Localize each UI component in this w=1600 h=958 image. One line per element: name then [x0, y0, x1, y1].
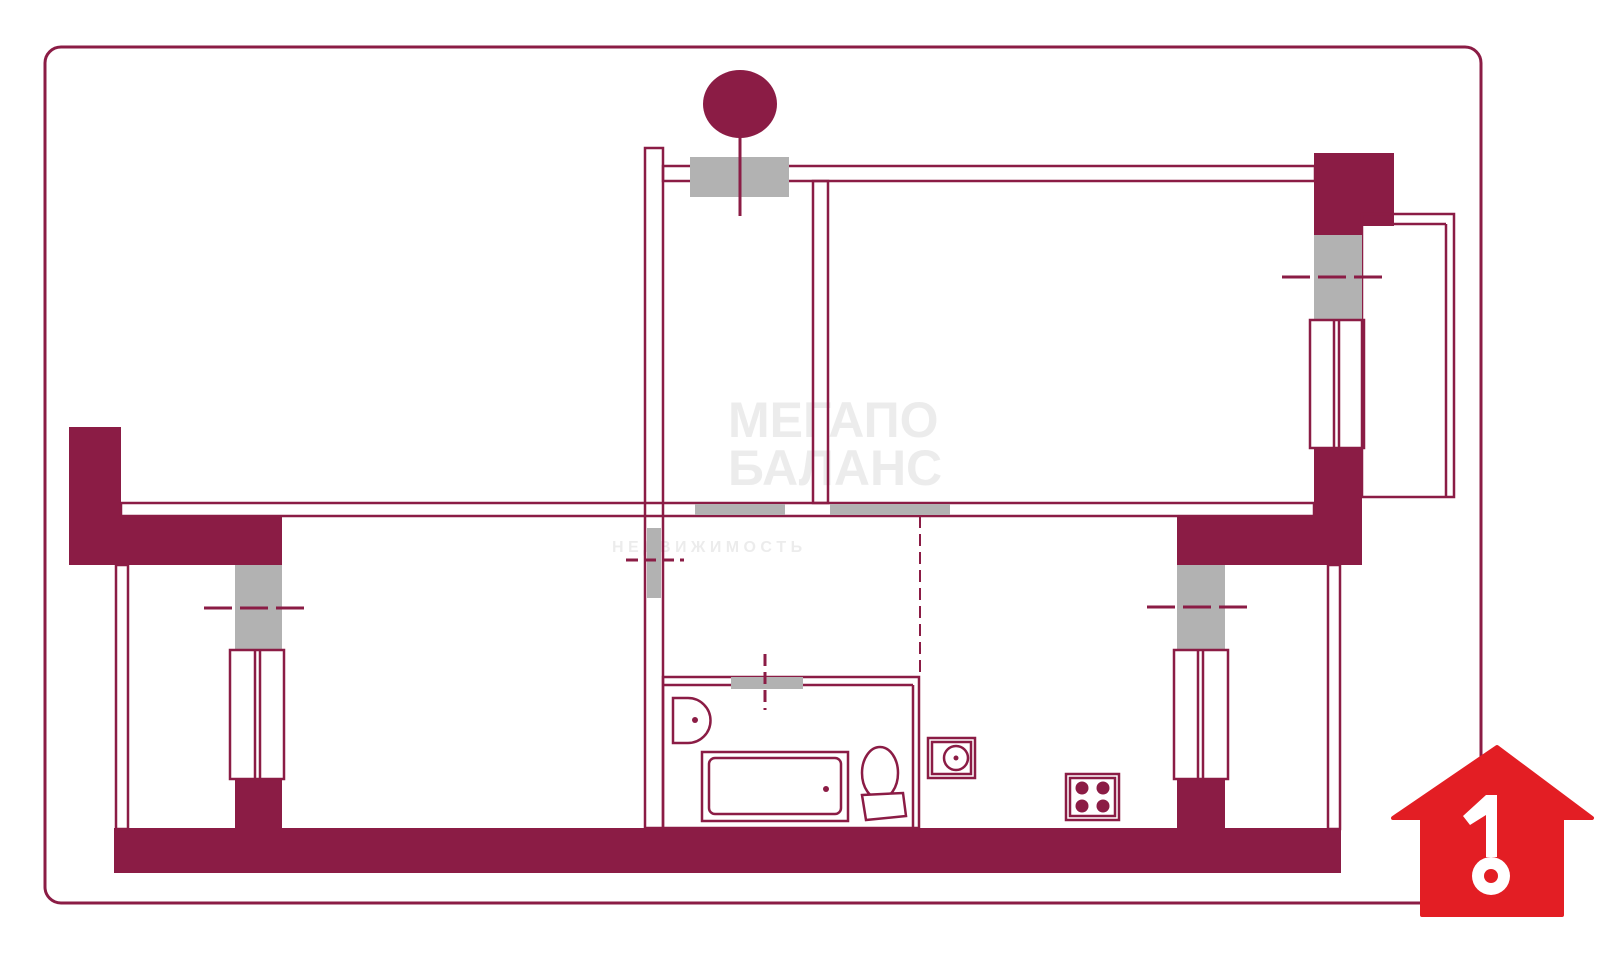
stove-burner-4: [1096, 799, 1110, 813]
balcony-rail: [1360, 212, 1456, 499]
watermark-line-2: БАЛАНС: [728, 440, 942, 496]
bathtub-inner: [707, 756, 843, 816]
logo-key-shaft: [1463, 795, 1497, 857]
left-wall-band: [69, 516, 282, 565]
doorway-bathroom: [731, 677, 803, 689]
middle-partition: [119, 501, 1316, 518]
stove-burner-2: [1096, 781, 1110, 795]
left-window-frame: [228, 648, 286, 781]
balcony-window-frame: [1308, 318, 1366, 450]
top-right-corner-stub: [1314, 153, 1362, 235]
antenna-icon: [703, 70, 777, 138]
toilet-bowl: [860, 745, 900, 801]
load-bearing-walls: [69, 153, 1394, 873]
left-window-lower-pier: [235, 779, 282, 829]
axis-marks: [204, 130, 1390, 710]
logo-key-ring-hole: [1484, 869, 1498, 883]
outer-frame: [43, 45, 1483, 905]
right-outer-thin-wall: [1326, 563, 1342, 831]
doorway-large-room: [830, 504, 950, 515]
washbasin-body: [671, 696, 712, 745]
watermark: МЕГАПО БАЛАНС Н Е Д В И Ж И М О С Т Ь: [612, 392, 942, 556]
window-frames: [228, 318, 1366, 781]
toilet-icon: [860, 745, 908, 822]
stove-inner: [1068, 776, 1117, 818]
house-key-icon: [1391, 745, 1594, 917]
doorway-small-room: [695, 504, 785, 515]
watermark-line-1: МЕГАПО: [728, 392, 938, 448]
left-outer-thin-wall: [114, 563, 130, 831]
stove-burner-3: [1075, 799, 1089, 813]
toilet-tank: [860, 791, 908, 822]
center-vertical-partition: [643, 146, 665, 830]
stove-icon: [1064, 772, 1121, 822]
washbasin-icon: [671, 696, 712, 745]
doorway-left-room: [647, 528, 661, 598]
bathtub-drain: [823, 786, 829, 792]
sink-icon: [926, 736, 977, 780]
stove-burner-1: [1075, 781, 1089, 795]
bathtub-icon: [700, 750, 850, 823]
washbasin-drain: [692, 717, 698, 723]
sink-drain: [953, 755, 959, 761]
bottom-wall: [114, 828, 1341, 873]
watermark-line-3: Н Е Д В И Ж И М О С Т Ь: [612, 539, 802, 556]
right-window-frame: [1172, 648, 1230, 781]
right-window-lower-pier: [1177, 779, 1225, 829]
right-wall-pillar: [1314, 448, 1362, 565]
